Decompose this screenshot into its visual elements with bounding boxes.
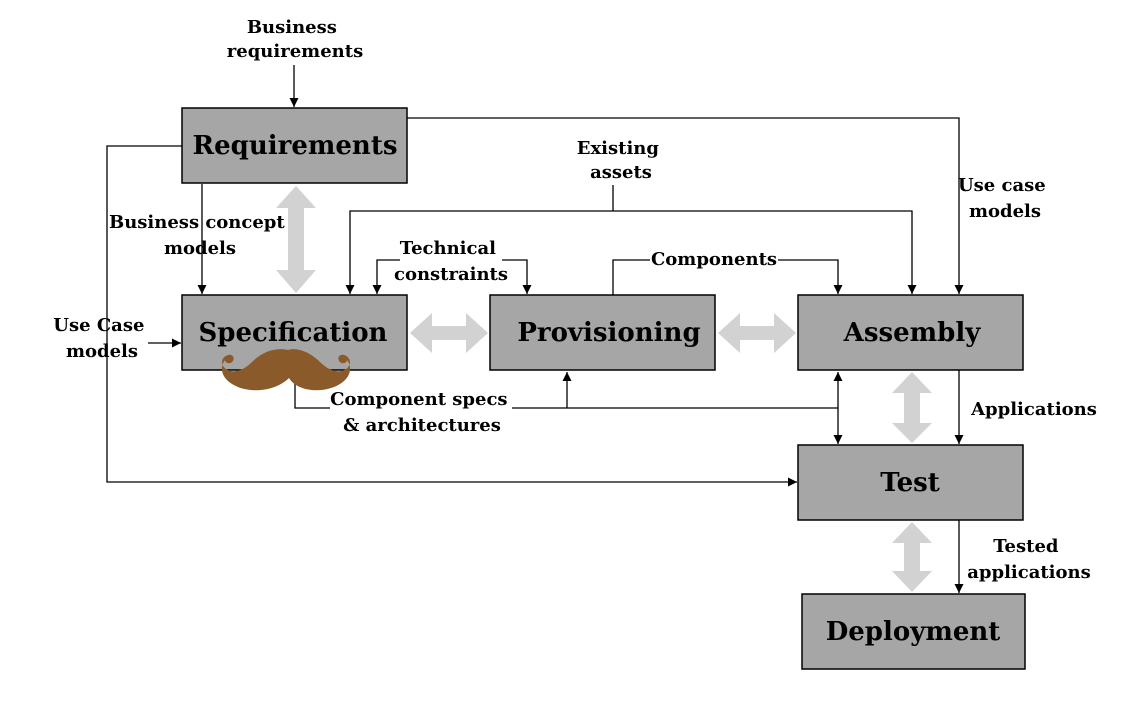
use-case-models-left-label: Use Case models [53, 315, 150, 362]
assembly-test-double-arrow [892, 372, 932, 443]
tested-applications-label: Tested applications [967, 536, 1091, 583]
business-concept-models-label: Business concept models [109, 212, 291, 259]
test-deployment-double-arrow [892, 522, 932, 592]
requirements-to-assembly-line [407, 117, 964, 294]
use-case-models-right-label: Use case models [958, 175, 1052, 222]
technical-constraints-to-specification [372, 259, 400, 294]
specification-label: Specification [199, 318, 388, 348]
technical-constraints-label: Technical constraints [394, 238, 508, 285]
assembly-box: Assembly [797, 294, 1024, 371]
specification-provisioning-double-arrow [410, 313, 488, 353]
component-specs-label: Component specs & architectures [330, 389, 514, 436]
assembly-label: Assembly [843, 318, 982, 348]
use-case-models-to-test-line [106, 145, 797, 487]
requirements-specification-double-arrow [276, 186, 316, 293]
components-line-left [612, 259, 650, 295]
business-requirements-label: Business requirements [227, 17, 363, 62]
test-box: Test [797, 444, 1024, 521]
requirements-label: Requirements [193, 131, 398, 161]
applications-label: Applications [970, 399, 1097, 420]
provisioning-label: Provisioning [517, 318, 700, 348]
requirements-box: Requirements [181, 107, 408, 184]
provisioning-box: Provisioning [489, 294, 716, 371]
existing-assets-label: Existing assets [577, 138, 666, 183]
provisioning-assembly-double-arrow [718, 313, 796, 353]
components-to-assembly [778, 259, 843, 294]
technical-constraints-to-provisioning [502, 259, 532, 294]
mustache-icon [221, 349, 351, 391]
components-label: Components [651, 249, 777, 270]
deployment-label: Deployment [826, 617, 1001, 647]
existing-assets-to-specification [345, 210, 613, 294]
deployment-box: Deployment [801, 593, 1026, 670]
test-label: Test [880, 468, 940, 498]
existing-assets-to-assembly [613, 210, 917, 294]
